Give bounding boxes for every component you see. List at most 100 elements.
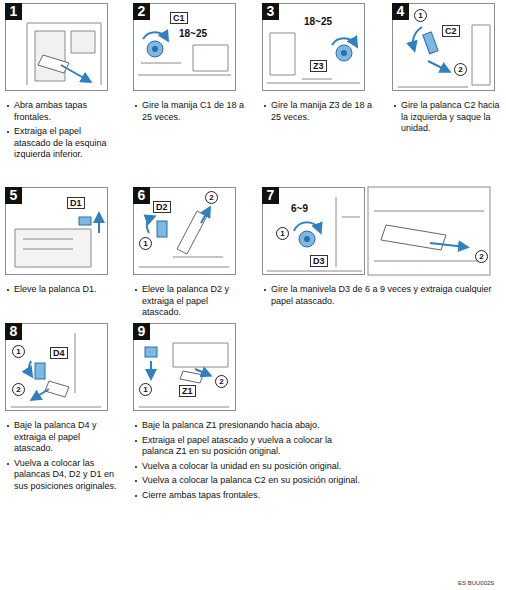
instruction-text: Gire la palanca C2 hacia la izquierda y … bbox=[401, 100, 500, 133]
step-captions: Gire la manivela D3 de 6 a 9 veces y ext… bbox=[263, 284, 493, 310]
callout-number: 2 bbox=[215, 375, 228, 388]
knob-d3 bbox=[267, 197, 362, 271]
turn-count: 6~9 bbox=[290, 203, 309, 214]
part-label: C2 bbox=[442, 25, 460, 37]
part-label: D4 bbox=[50, 347, 68, 359]
handle-z3 bbox=[267, 33, 360, 83]
step-captions: Gire la palanca C2 hacia la izquierda y … bbox=[393, 100, 501, 138]
instruction-item: Eleve la palanca D1. bbox=[6, 284, 118, 296]
instruction-item: Gire la palanca C2 hacia la izquierda y … bbox=[393, 100, 501, 135]
instruction-text: Vuelva a colocar la unidad en su posició… bbox=[142, 461, 341, 471]
bullet-dot bbox=[394, 105, 396, 107]
instruction-text: Eleve la palanca D1. bbox=[14, 284, 97, 294]
step-number: 8 bbox=[5, 323, 22, 340]
part-label: D3 bbox=[310, 255, 328, 267]
document-code: ES BUU002S bbox=[458, 580, 494, 587]
step-captions: Abra ambas tapas frontales. Extraiga el p… bbox=[6, 100, 118, 164]
instruction-item: Vuelva a colocar las palancas D4, D2 y D… bbox=[6, 458, 118, 493]
step-panel: 9Baje la palanca Z1 presionando hacia ab… bbox=[133, 323, 236, 411]
bullet-dot bbox=[264, 289, 266, 291]
instruction-text: Cierre ambas tapas frontales. bbox=[142, 490, 260, 500]
part-label: D2 bbox=[153, 201, 171, 213]
step-number: 1 bbox=[5, 3, 22, 20]
instruction-item: Vuelva a colocar la palanca C2 en su pos… bbox=[134, 475, 366, 487]
instruction-item: Baje la palanca D4 y extraiga el papel a… bbox=[6, 420, 118, 455]
instruction-text: Extraiga el papel atascado y vuelva a co… bbox=[142, 435, 332, 457]
callout-number: 1 bbox=[139, 383, 152, 396]
bullet-dot bbox=[7, 105, 9, 107]
bullet-dot bbox=[135, 440, 137, 442]
instruction-item: Gire la manija Z3 de 18 a 25 veces. bbox=[263, 100, 375, 123]
turn-count: 18~25 bbox=[178, 28, 208, 39]
callout-number: 2 bbox=[205, 191, 218, 204]
step-panel: 1Abra ambas tapas frontales.Extraiga el … bbox=[5, 3, 108, 91]
lever-d4 bbox=[11, 333, 101, 407]
callout-number: 1 bbox=[139, 237, 152, 250]
instruction-text: Gire la manija Z3 de 18 a 25 veces. bbox=[271, 100, 372, 122]
bullet-dot bbox=[135, 105, 137, 107]
instruction-item: Gire la manija C1 de 18 a 25 veces. bbox=[134, 100, 246, 123]
callout-number: 2 bbox=[475, 250, 488, 263]
bullet-dot bbox=[135, 425, 137, 427]
turn-count: 18~25 bbox=[303, 16, 333, 27]
step-panel: 4Gire la palanca C2 hacia la izquierda y… bbox=[392, 3, 495, 91]
step-captions: Gire la manija Z3 de 18 a 25 veces. bbox=[263, 100, 375, 126]
instruction-item: Extraiga el papel atascado de la esquina… bbox=[6, 126, 118, 161]
instruction-text: Vuelva a colocar las palancas D4, D2 y D… bbox=[14, 458, 117, 491]
instruction-text: Baje la palanca D4 y extraiga el papel a… bbox=[14, 420, 97, 453]
callout-number: 1 bbox=[276, 227, 289, 240]
step-number: 6 bbox=[133, 187, 150, 204]
printer-front bbox=[27, 23, 101, 85]
bullet-dot bbox=[7, 463, 9, 465]
step-panel: 6Eleve la palanca D2 y extraiga el papel… bbox=[133, 187, 236, 275]
bullet-dot bbox=[135, 480, 137, 482]
bullet-dot bbox=[135, 495, 137, 497]
step-captions: Eleve la palanca D2 y extraiga el papel … bbox=[134, 284, 246, 322]
part-label: D1 bbox=[67, 197, 85, 209]
lever-c2 bbox=[398, 25, 490, 87]
bullet-dot bbox=[135, 289, 137, 291]
step-number: 4 bbox=[392, 3, 409, 20]
callout-number: 1 bbox=[12, 345, 25, 358]
part-label: C1 bbox=[170, 12, 188, 24]
step-panel: 8Baje la palanca D4 y extraiga el papel … bbox=[5, 323, 108, 411]
step-number: 7 bbox=[262, 187, 279, 204]
step-captions: Eleve la palanca D1. bbox=[6, 284, 118, 299]
instruction-text: Abra ambas tapas frontales. bbox=[14, 100, 87, 122]
paper-exit-view bbox=[368, 187, 490, 275]
callout-number: 2 bbox=[454, 63, 467, 76]
instruction-item: Extraiga el papel atascado y vuelva a co… bbox=[134, 435, 366, 458]
instruction-text: Gire la manija C1 de 18 a 25 veces. bbox=[142, 100, 244, 122]
step-number: 5 bbox=[5, 187, 22, 204]
instruction-text: Eleve la palanca D2 y extraiga el papel … bbox=[142, 284, 229, 317]
bullet-dot bbox=[264, 105, 266, 107]
bullet-dot bbox=[7, 425, 9, 427]
instruction-item: Gire la manivela D3 de 6 a 9 veces y ext… bbox=[263, 284, 493, 307]
part-label: Z1 bbox=[179, 385, 196, 397]
instruction-item: Cierre ambas tapas frontales. bbox=[134, 490, 366, 502]
instruction-item: Abra ambas tapas frontales. bbox=[6, 100, 118, 123]
instruction-item: Vuelva a colocar la unidad en su posició… bbox=[134, 461, 366, 473]
step-number: 2 bbox=[133, 3, 150, 20]
lever-z1 bbox=[139, 343, 229, 407]
step-panel: 5Eleve la palanca D1. bbox=[5, 187, 108, 275]
instruction-text: Extraiga el papel atascado de la esquina… bbox=[14, 126, 107, 159]
step-number: 3 bbox=[262, 3, 279, 20]
bullet-dot bbox=[135, 466, 137, 468]
instruction-text: Baje la palanca Z1 presionando hacia aba… bbox=[142, 420, 320, 430]
callout-number: 1 bbox=[414, 9, 427, 22]
callout-number: 2 bbox=[12, 383, 25, 396]
part-label: Z3 bbox=[310, 60, 327, 72]
instruction-item: Baje la palanca Z1 presionando hacia aba… bbox=[134, 420, 366, 432]
bullet-dot bbox=[7, 131, 9, 133]
bullet-dot bbox=[7, 289, 9, 291]
step-captions: Baje la palanca Z1 presionando hacia aba… bbox=[134, 420, 366, 504]
instruction-text: Gire la manivela D3 de 6 a 9 veces y ext… bbox=[271, 284, 492, 306]
instruction-item: Eleve la palanca D2 y extraiga el papel … bbox=[134, 284, 246, 319]
instruction-text: Vuelva a colocar la palanca C2 en su pos… bbox=[142, 475, 360, 485]
step-captions: Gire la manija C1 de 18 a 25 veces. bbox=[134, 100, 246, 126]
lever-d2 bbox=[139, 209, 229, 267]
lever-d1 bbox=[15, 215, 99, 267]
